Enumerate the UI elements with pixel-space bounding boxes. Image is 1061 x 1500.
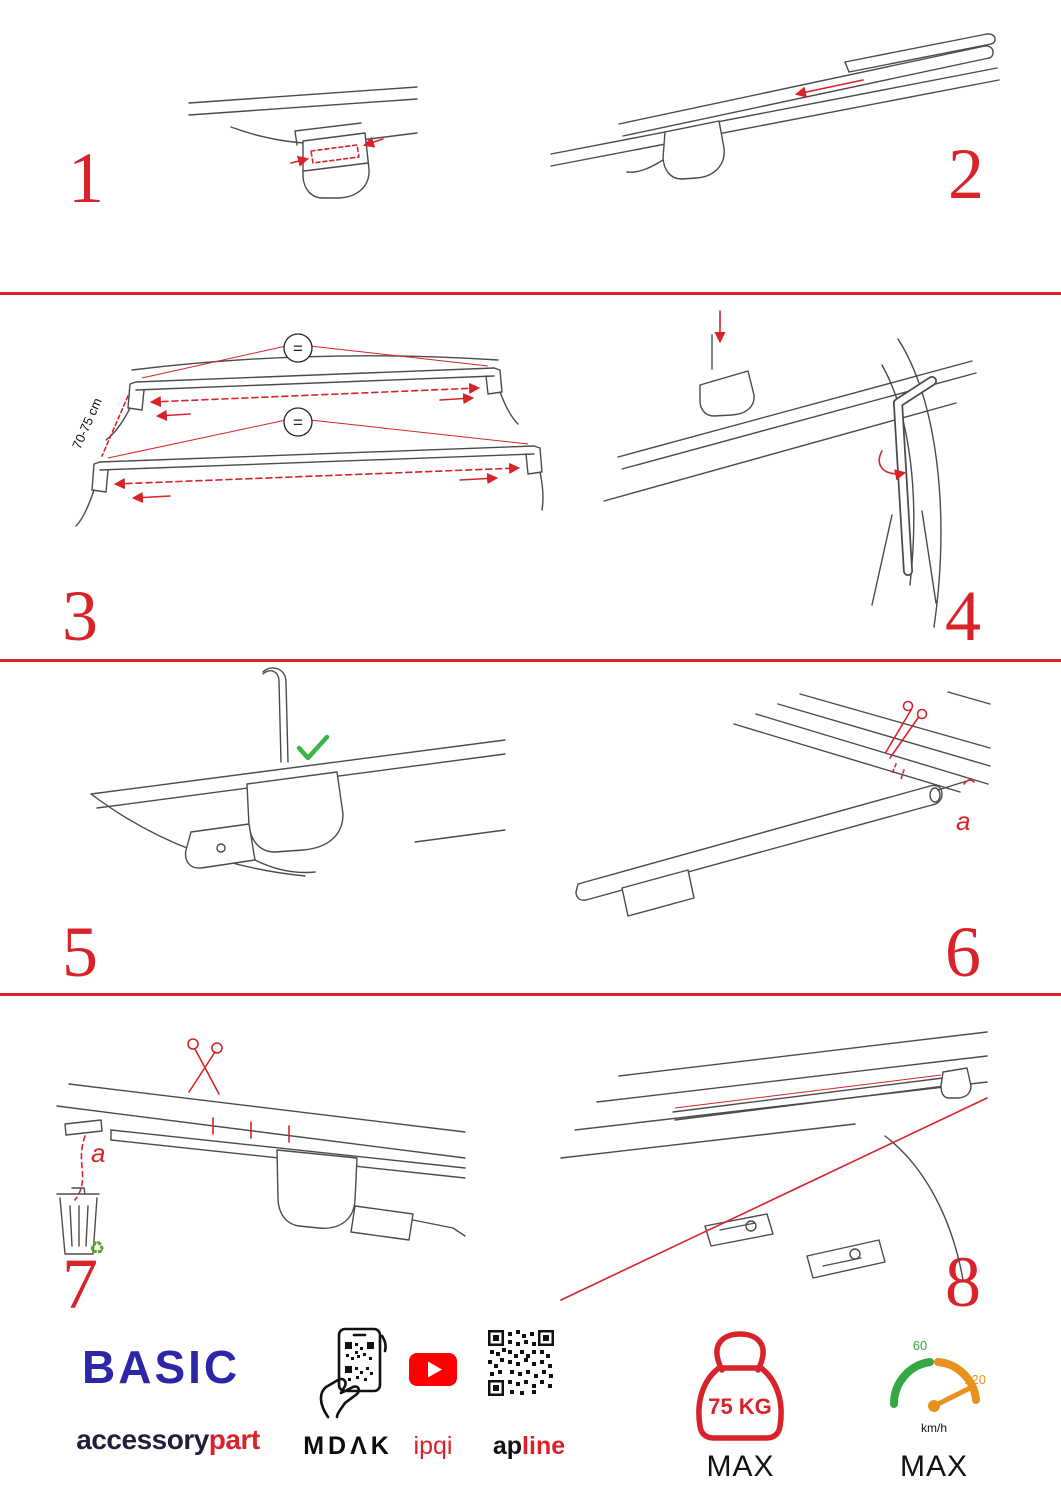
brand-subtitle-red: part [208, 1424, 260, 1455]
speedometer-icon: 60 120 km/h [889, 1338, 986, 1435]
scissors-icon [885, 700, 928, 780]
step-5-number: 5 [62, 912, 98, 992]
weight-value: 75 KG [708, 1394, 772, 1419]
cut-label: a [956, 806, 970, 836]
cut-label: a [91, 1138, 105, 1168]
bar-distance-label: 70-75 cm [69, 396, 105, 452]
brand-subtitle: accessorypart [68, 1424, 268, 1456]
speed-unit-label: km/h [921, 1421, 947, 1435]
scissors-icon [187, 1038, 223, 1095]
section-divider [0, 659, 1061, 662]
rubber-pad-highlight [290, 136, 384, 167]
recycle-icon: ♻ [89, 1238, 105, 1258]
checkmark-icon [296, 734, 330, 761]
step-2-drawing [550, 33, 1000, 180]
slide-arrow [794, 79, 864, 98]
trash-icon [56, 1187, 100, 1255]
brand-logo: BASIC [82, 1341, 241, 1393]
step-7-number: 7 [62, 1244, 98, 1324]
step-1-number: 1 [68, 138, 104, 218]
step-4-number: 4 [945, 576, 981, 656]
step-3-number: 3 [62, 576, 98, 656]
weight-max-label: MAX [706, 1450, 775, 1483]
partner-apline-label: apline [486, 1432, 572, 1461]
speed-low-label: 60 [913, 1338, 927, 1353]
step-6-number: 6 [945, 912, 981, 992]
step-1-drawing [188, 86, 418, 199]
partner-ipqi-label: ipqi [413, 1432, 453, 1460]
step-2-number: 2 [948, 134, 984, 214]
youtube-icon [409, 1353, 457, 1386]
allen-key-icon [893, 376, 937, 576]
partner-apline-dark: ap [492, 1432, 523, 1460]
strip-end-highlight [963, 779, 975, 785]
speed-max-label: MAX [899, 1450, 968, 1483]
step-7-drawing: a ♻ [56, 1038, 466, 1258]
phone-qr-scan-icon [319, 1327, 387, 1419]
step-3-drawing: = = 70-75 cm [69, 333, 544, 527]
step-5-drawing [90, 667, 506, 877]
equals-badge [283, 333, 313, 363]
qr-code-icon [488, 1330, 554, 1396]
section-divider [0, 292, 1061, 295]
speed-high-label: 120 [964, 1372, 986, 1387]
brand-subtitle-dark: accessory [76, 1424, 209, 1455]
equals-badge [283, 407, 313, 437]
alignment-line [560, 1097, 988, 1301]
step-4-drawing [603, 310, 977, 628]
gauge-needle [931, 1385, 973, 1409]
step-8-drawing [560, 1031, 988, 1301]
rotate-arrow [878, 450, 907, 481]
section-divider [0, 993, 1061, 996]
equals-text: = [293, 413, 303, 432]
measurement-arrows [101, 382, 521, 504]
max-weight-icon: 75 KG [696, 1331, 784, 1441]
equals-text: = [293, 339, 303, 358]
step-6-drawing: a [575, 691, 991, 917]
partner-apline-red: line [522, 1432, 566, 1460]
step-8-number: 8 [945, 1242, 981, 1322]
cut-marks [74, 1117, 290, 1201]
partner-mdak-label: MDΛK [303, 1432, 393, 1460]
